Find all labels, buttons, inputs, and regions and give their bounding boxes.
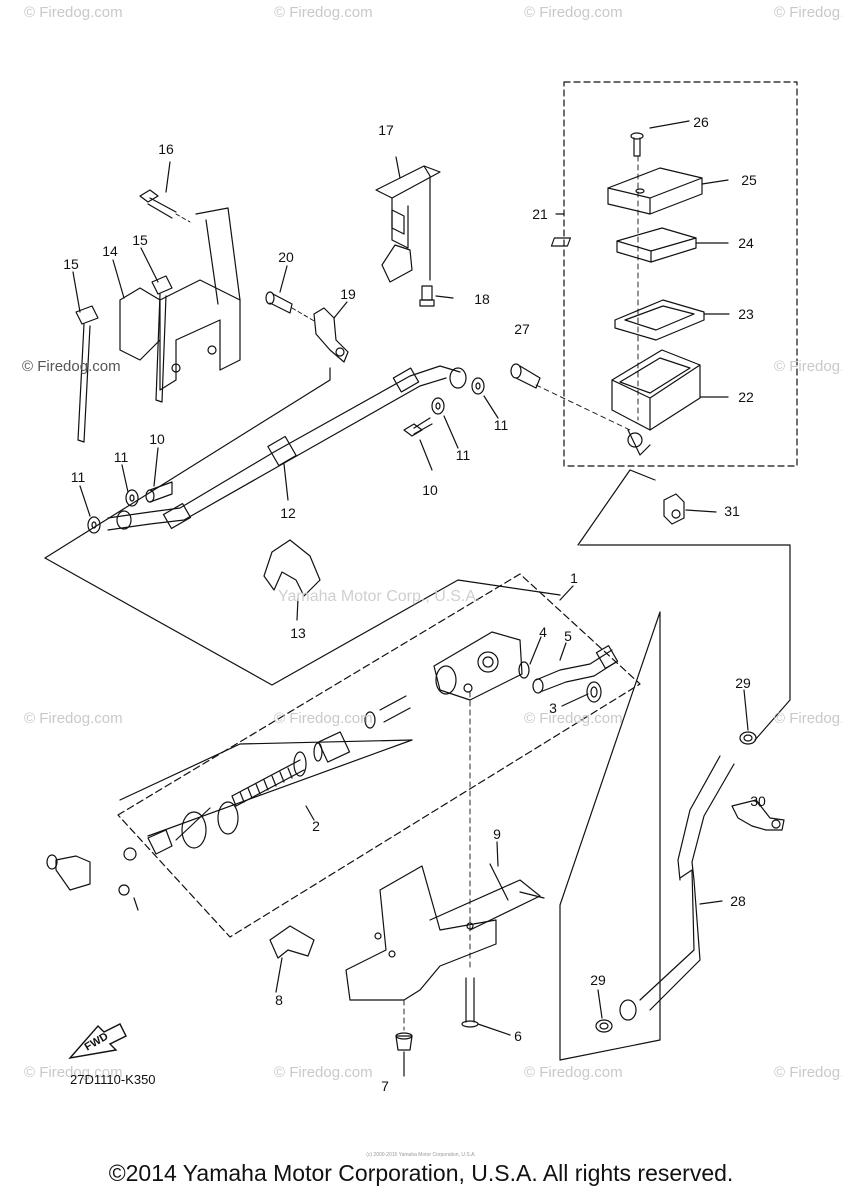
callout-30: 30 xyxy=(750,793,766,809)
callout-11-b: 11 xyxy=(113,449,129,465)
callout-14: 14 xyxy=(102,243,118,259)
part-16-bolt xyxy=(139,189,191,223)
watermark: © Firedog.com xyxy=(24,4,123,21)
callout-7: 7 xyxy=(381,1078,389,1094)
watermark: © Firedog.com xyxy=(774,1064,842,1081)
part-15-cable-tie-left xyxy=(75,305,99,443)
part-2-piston-kit xyxy=(119,695,413,855)
part-29-clamp-bottom xyxy=(595,1019,613,1033)
watermark: © Firedog.com xyxy=(524,4,623,21)
callout-29-top: 29 xyxy=(735,675,751,691)
callout-11-d: 11 xyxy=(493,417,509,433)
fwd-arrow xyxy=(68,1023,127,1060)
part-27-screw xyxy=(510,363,631,431)
watermark: © Firedog.com xyxy=(274,4,373,21)
callout-15-right: 15 xyxy=(132,232,148,248)
callout-6: 6 xyxy=(514,1028,522,1044)
callout-19: 19 xyxy=(340,286,356,302)
center-watermark: Yamaha Motor Corp., U.S.A. xyxy=(278,588,481,605)
part-12-hose-pipe xyxy=(107,365,467,531)
part-25-cap xyxy=(607,167,703,215)
part-31-clip xyxy=(663,493,685,525)
part-11-washer-a xyxy=(87,516,101,534)
callout-24: 24 xyxy=(738,235,754,251)
tiny-copyright: (c) 2000-2015 Yamaha Motor Corporation, … xyxy=(366,1152,476,1158)
callout-15-left: 15 xyxy=(63,256,79,272)
watermark: © Firedog.com xyxy=(774,4,842,21)
callout-17: 17 xyxy=(378,122,394,138)
part-11-washer-c xyxy=(431,397,445,415)
reservoir-assembly-box xyxy=(563,81,798,467)
callout-23: 23 xyxy=(738,306,754,322)
part-6-bolt xyxy=(461,977,479,1028)
callout-8: 8 xyxy=(275,992,283,1008)
callout-11-c: 11 xyxy=(455,447,471,463)
callout-2: 2 xyxy=(312,818,320,834)
callout-10-right: 10 xyxy=(422,482,438,498)
callout-12: 12 xyxy=(280,505,296,521)
callout-13: 13 xyxy=(290,625,306,641)
callout-11-a: 11 xyxy=(70,469,86,485)
callout-4: 4 xyxy=(539,624,547,640)
part-11-washer-b xyxy=(125,489,139,507)
part-1-master-cylinder xyxy=(433,631,523,701)
part-18-bolt xyxy=(419,285,435,307)
watermark: © Firedog.com xyxy=(524,710,623,727)
callout-28: 28 xyxy=(730,893,746,909)
watermark: © Firedog.com xyxy=(274,710,373,727)
callout-22: 22 xyxy=(738,389,754,405)
callout-16: 16 xyxy=(158,141,174,157)
part-29-clamp-top xyxy=(739,731,757,745)
callout-10-left: 10 xyxy=(149,431,165,447)
watermark: © Firedog.com xyxy=(524,1064,623,1081)
watermark: © Firedog.com xyxy=(274,1064,373,1081)
part-10-bolt-left xyxy=(145,481,173,503)
part-19-clamp xyxy=(313,307,349,363)
part-30-sensor xyxy=(731,799,785,831)
part-3-grommet xyxy=(586,681,602,703)
part-clevis xyxy=(46,847,139,911)
diagram-code: 27D1110-K350 xyxy=(70,1072,156,1087)
part-14-bracket xyxy=(119,207,241,391)
part-17-bracket xyxy=(375,165,441,283)
callout-1: 1 xyxy=(570,570,578,586)
part-5-hose-joint xyxy=(532,645,619,694)
callout-20: 20 xyxy=(278,249,294,265)
part-8-clip xyxy=(269,925,315,959)
part-28-hose xyxy=(619,755,735,1021)
callout-29-bottom: 29 xyxy=(590,972,606,988)
callout-31: 31 xyxy=(724,503,740,519)
part-7-grommet xyxy=(395,1032,413,1051)
callout-21: 21 xyxy=(532,206,548,222)
watermark: © Firedog.com xyxy=(22,358,121,375)
part-22-reservoir xyxy=(611,349,701,456)
part-20-bolt xyxy=(265,291,317,323)
callout-25: 25 xyxy=(741,172,757,188)
part-4-o-ring xyxy=(518,661,530,679)
part-24-plate xyxy=(550,227,697,263)
callout-5: 5 xyxy=(564,628,572,644)
part-26-screw xyxy=(630,132,644,157)
watermark: © Firedog.com xyxy=(774,358,842,375)
part-10-bolt-right xyxy=(403,417,433,437)
part-23-diaphragm xyxy=(614,299,705,341)
part-15-cable-tie-right xyxy=(151,275,173,403)
part-9-pedal-bracket xyxy=(345,863,545,1001)
callout-3: 3 xyxy=(549,700,557,716)
part-13-clamp xyxy=(263,539,321,597)
watermark: © Firedog.com xyxy=(24,1064,123,1081)
watermark: © Firedog.com xyxy=(774,710,842,727)
copyright-footer: ©2014 Yamaha Motor Corporation, U.S.A. A… xyxy=(108,1160,734,1186)
watermark: © Firedog.com xyxy=(24,710,123,727)
callout-27: 27 xyxy=(514,321,530,337)
callout-9: 9 xyxy=(493,826,501,842)
callout-18: 18 xyxy=(474,291,490,307)
part-11-washer-d xyxy=(471,377,485,395)
master-cylinder-assembly-box xyxy=(117,573,641,938)
callout-26: 26 xyxy=(693,114,709,130)
